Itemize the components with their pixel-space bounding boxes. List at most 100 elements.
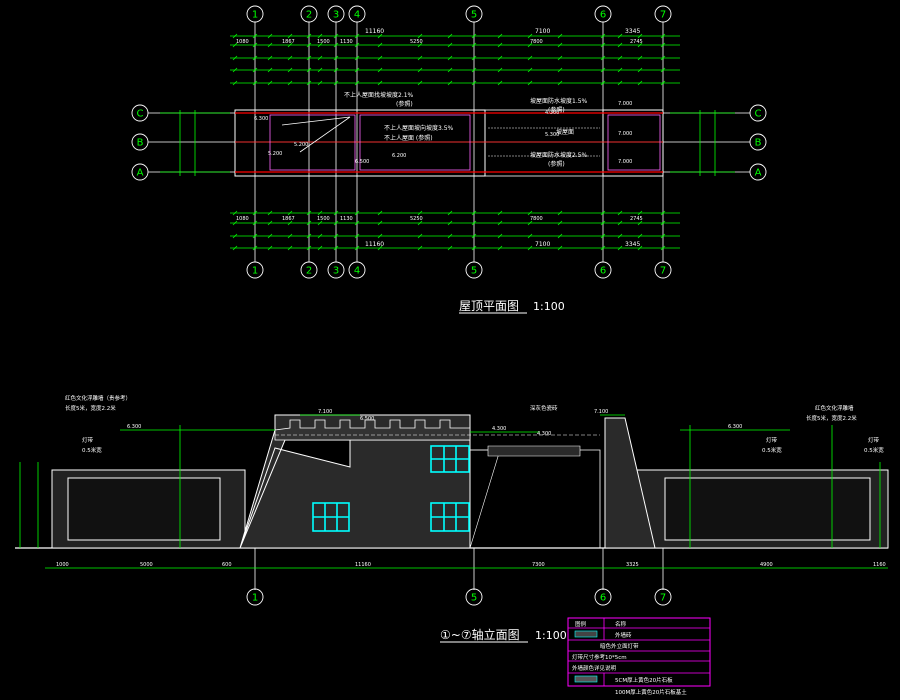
svg-text:1: 1 xyxy=(252,266,258,277)
svg-text:6.300: 6.300 xyxy=(127,424,141,430)
svg-text:(参照): (参照) xyxy=(396,100,413,108)
plan-axis-bubble-bottom-4: 4 xyxy=(348,261,366,279)
svg-text:长度5米，宽度2.2米: 长度5米，宽度2.2米 xyxy=(806,414,857,422)
elevation-side-dims xyxy=(19,425,881,548)
plan-dim-overall-bottom-3: 3345 xyxy=(625,241,640,248)
svg-text:4.300: 4.300 xyxy=(545,110,559,116)
svg-text:4: 4 xyxy=(354,10,360,21)
svg-text:6: 6 xyxy=(600,593,606,604)
svg-text:A: A xyxy=(137,168,144,179)
svg-text:4.300: 4.300 xyxy=(492,426,506,432)
plan-dim-lines-top xyxy=(230,35,680,249)
elevation-axis-lines xyxy=(254,548,664,590)
svg-text:1500: 1500 xyxy=(317,216,330,222)
svg-text:坡屋面防水坡度2.5%: 坡屋面防水坡度2.5% xyxy=(530,151,588,159)
svg-text:红色文化浮雕墙: 红色文化浮雕墙 xyxy=(815,404,854,412)
svg-text:5250: 5250 xyxy=(410,216,423,222)
windows xyxy=(312,445,470,532)
right-tower xyxy=(604,417,656,549)
legend-header-symbol: 图例 xyxy=(575,620,587,628)
svg-text:2: 2 xyxy=(306,266,312,277)
svg-text:(参照): (参照) xyxy=(548,160,565,168)
plan-bay-dims-bottom: 1080 1867 1500 1130 5250 7800 2745 xyxy=(236,216,643,222)
svg-text:7.100: 7.100 xyxy=(594,409,608,415)
plan-axis-bubble-right-A: A xyxy=(749,163,767,181)
elevation-notes-left: 红色文化浮雕墙（贵参考） 长度5米，宽度2.2米 灯带 0.5米宽 xyxy=(65,394,131,454)
svg-text:C: C xyxy=(137,109,144,120)
svg-text:红色文化浮雕墙（贵参考）: 红色文化浮雕墙（贵参考） xyxy=(65,394,131,402)
svg-text:7: 7 xyxy=(660,10,666,21)
plan-side-dims xyxy=(160,110,735,176)
plan-notes: 不上人屋面找坡坡度2.1% (参照) 不上人屋面坡向坡度3.5% 不上人屋面 (… xyxy=(344,91,588,168)
svg-text:1080: 1080 xyxy=(236,39,249,45)
svg-text:7.000: 7.000 xyxy=(618,131,632,137)
svg-text:灯带: 灯带 xyxy=(766,436,778,444)
svg-text:1500: 1500 xyxy=(317,39,330,45)
right-relief-panel xyxy=(664,477,871,541)
svg-text:7300: 7300 xyxy=(532,562,545,568)
elevation-notes-right: 红色文化浮雕墙 长度5米，宽度2.2米 灯带 0.5米宽 灯带 0.5米宽 xyxy=(762,404,884,454)
svg-text:4900: 4900 xyxy=(760,562,773,568)
plan-axis-bubble-top-7: 7 xyxy=(654,5,672,23)
elevation-axis-bubble-6: 6 xyxy=(594,588,612,606)
legend-row-2: 暗色外立面灯带 xyxy=(600,642,639,650)
svg-text:6: 6 xyxy=(600,266,606,277)
legend-row-4: 外墙颜色详见说明 xyxy=(572,664,617,672)
svg-text:1867: 1867 xyxy=(282,39,295,45)
plan-axis-bubble-top-6: 6 xyxy=(594,5,612,23)
svg-text:5: 5 xyxy=(471,593,477,604)
plan-axis-bubble-top-4: 4 xyxy=(348,5,366,23)
plan-axis-bubble-bottom-5: 5 xyxy=(465,261,483,279)
plan-axis-bubble-bottom-1: 1 xyxy=(246,261,264,279)
legend-row-5: 5CM厚上黄色20片石板 xyxy=(615,676,673,684)
plan-axis-bubble-top-2: 2 xyxy=(300,5,318,23)
svg-text:7800: 7800 xyxy=(530,216,543,222)
svg-text:2745: 2745 xyxy=(630,39,643,45)
svg-text:3325: 3325 xyxy=(626,562,639,568)
svg-text:11160: 11160 xyxy=(355,562,371,568)
svg-text:0.5米宽: 0.5米宽 xyxy=(762,446,782,454)
svg-text:5: 5 xyxy=(471,10,477,21)
plan-dim-overall-bottom-2: 7100 xyxy=(535,241,550,248)
svg-text:不上人屋面找坡坡度2.1%: 不上人屋面找坡坡度2.1% xyxy=(344,91,414,99)
elevation-scale: 1:100 xyxy=(535,629,567,642)
plan-dim-overall-bottom-1: 11160 xyxy=(365,241,384,248)
elevation-levels: 6.300 7.100 6.500 4.300 4.300 7.100 6.30… xyxy=(127,409,742,437)
elevation-axis-bubble-7: 7 xyxy=(654,588,672,606)
svg-text:1130: 1130 xyxy=(340,39,353,45)
svg-text:1000: 1000 xyxy=(56,562,69,568)
svg-text:1: 1 xyxy=(252,593,258,604)
legend-header-name: 名称 xyxy=(615,620,627,628)
elevation-bottom-dims: 1000 5000 600 11160 7300 3325 4900 1160 xyxy=(56,562,886,568)
svg-text:6.200: 6.200 xyxy=(392,153,406,159)
elevation-title: ①~⑦轴立面图 xyxy=(440,627,520,642)
svg-text:不上人屋面 (参照): 不上人屋面 (参照) xyxy=(384,134,433,142)
plan-axis-bubble-left-A: A xyxy=(131,163,149,181)
svg-text:4.300: 4.300 xyxy=(537,431,551,437)
svg-text:灯带: 灯带 xyxy=(868,436,880,444)
svg-text:1867: 1867 xyxy=(282,216,295,222)
svg-text:7: 7 xyxy=(660,593,666,604)
plan-walls xyxy=(234,109,664,177)
svg-text:6.500: 6.500 xyxy=(355,159,369,165)
svg-text:C: C xyxy=(755,109,762,120)
svg-text:1160: 1160 xyxy=(873,562,886,568)
svg-text:3: 3 xyxy=(333,10,339,21)
plan-axis-bubble-left-C: C xyxy=(131,104,149,122)
plan-axis-bubble-right-C: C xyxy=(749,104,767,122)
plan-scale: 1:100 xyxy=(533,300,565,313)
plan-dim-overall-3: 3345 xyxy=(625,28,640,35)
elevation-note-center: 深灰色瓷砖 xyxy=(530,404,558,412)
svg-text:1130: 1130 xyxy=(340,216,353,222)
svg-text:2745: 2745 xyxy=(630,216,643,222)
plan-axis-bubble-bottom-2: 2 xyxy=(300,261,318,279)
plan-axis-bubble-bottom-3: 3 xyxy=(327,261,345,279)
svg-text:7.000: 7.000 xyxy=(618,159,632,165)
svg-text:2: 2 xyxy=(306,10,312,21)
plan-dim-overall-1: 11160 xyxy=(365,28,384,35)
legend-swatch-stone xyxy=(574,675,598,683)
gate-beam xyxy=(487,445,581,457)
svg-text:5.200: 5.200 xyxy=(294,142,308,148)
